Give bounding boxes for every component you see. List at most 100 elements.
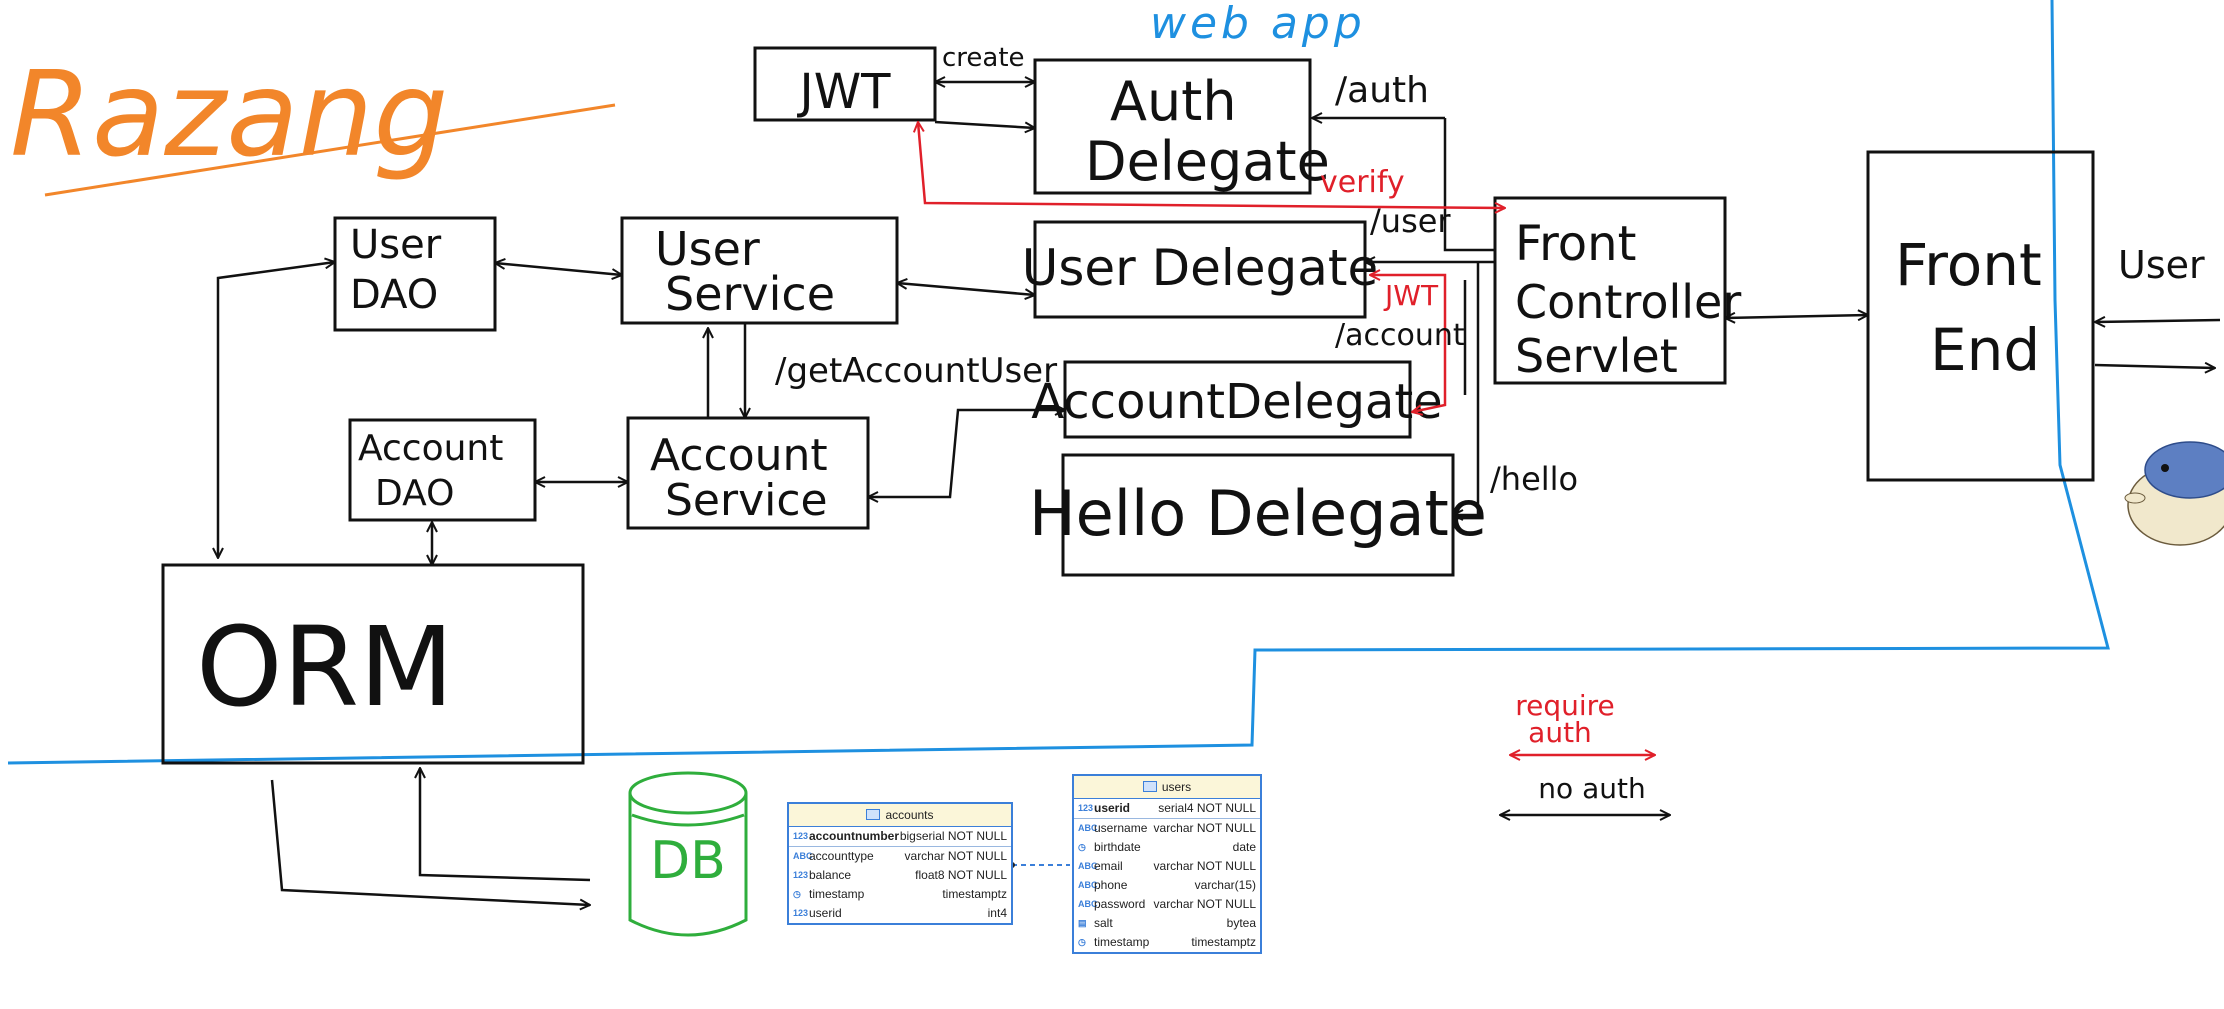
text-type-icon: ABC bbox=[1078, 861, 1098, 871]
box-front-controller-line3: Servlet bbox=[1515, 329, 1678, 383]
key-number-icon: 123 bbox=[793, 831, 809, 841]
text-type-icon: ABC bbox=[793, 851, 813, 861]
key-number-icon: 123 bbox=[1078, 803, 1094, 813]
box-account-delegate-label: AccountDelegate bbox=[1031, 374, 1442, 430]
label-hello-route: /hello bbox=[1490, 460, 1578, 498]
box-auth-delegate-line1: Auth bbox=[1110, 70, 1237, 133]
box-front-controller: Front Controller Servlet bbox=[1493, 196, 1741, 385]
box-account-dao: Account DAO bbox=[348, 418, 537, 522]
er-table-users-header: users bbox=[1074, 776, 1260, 799]
arrow-userdao-userservice bbox=[495, 263, 622, 275]
text-type-icon: ABC bbox=[1078, 899, 1098, 909]
arrow-jwt-auth-2 bbox=[934, 120, 1035, 128]
binary-type-icon: ▤ bbox=[1078, 918, 1087, 928]
er-row: ABC email varchar NOT NULL bbox=[1074, 857, 1260, 876]
label-user-route: /user bbox=[1370, 202, 1451, 240]
clock-icon: ◷ bbox=[1078, 842, 1086, 852]
legend-require-auth-2: auth bbox=[1528, 716, 1592, 749]
label-user-side: User bbox=[2118, 243, 2205, 287]
arrow-userservice-userdelegate bbox=[897, 283, 1035, 295]
clock-icon: ◷ bbox=[793, 889, 801, 899]
table-icon bbox=[1142, 781, 1157, 792]
box-hello-delegate: Hello Delegate bbox=[1029, 453, 1487, 577]
er-table-accounts: accounts 123 accountnumber bigserial NOT… bbox=[787, 802, 1013, 925]
er-row: 123 userid int4 bbox=[789, 904, 1011, 923]
box-jwt: JWT bbox=[753, 46, 937, 122]
legend: require auth no auth bbox=[1500, 689, 1670, 815]
er-row: ABC phone varchar(15) bbox=[1074, 876, 1260, 895]
box-user-service-line1: User bbox=[655, 222, 760, 276]
label-create: create bbox=[942, 43, 1025, 73]
er-row: ◷ timestamp timestamptz bbox=[789, 885, 1011, 904]
label-auth-route: /auth bbox=[1335, 70, 1429, 111]
box-account-service-line1: Account bbox=[650, 430, 828, 481]
er-row: ABC username varchar NOT NULL bbox=[1074, 819, 1260, 838]
box-account-delegate: AccountDelegate bbox=[1031, 360, 1443, 439]
box-account-dao-line1: Account bbox=[358, 428, 503, 469]
box-jwt-label: JWT bbox=[797, 64, 892, 120]
box-user-service: User Service bbox=[620, 216, 899, 325]
legend-require-auth-1: require bbox=[1515, 689, 1615, 722]
box-user-delegate-label: User Delegate bbox=[1022, 239, 1379, 297]
er-table-accounts-name: accounts bbox=[885, 808, 934, 822]
arrow-frontend-user-out bbox=[2094, 365, 2215, 368]
box-front-controller-line2: Controller bbox=[1515, 275, 1741, 329]
box-user-dao-line2: DAO bbox=[350, 272, 438, 318]
legend-no-auth: no auth bbox=[1538, 772, 1645, 805]
arrow-jwt-user bbox=[1370, 275, 1447, 412]
box-user-delegate: User Delegate bbox=[1022, 220, 1379, 319]
secured-connectors bbox=[918, 122, 1505, 412]
er-row: ▤ salt bytea bbox=[1074, 914, 1260, 933]
er-row-pk: 123 userid serial4 NOT NULL bbox=[1074, 799, 1260, 819]
arrow-fc-frontend bbox=[1725, 315, 1868, 318]
box-orm: ORM bbox=[161, 563, 585, 765]
diagram-title: Razang bbox=[10, 45, 448, 183]
table-icon bbox=[866, 809, 881, 820]
number-type-icon: 123 bbox=[793, 870, 809, 880]
label-jwt: JWT bbox=[1383, 279, 1439, 312]
label-account-route: /account bbox=[1335, 318, 1465, 353]
arrow-orm-db bbox=[270, 779, 590, 905]
text-type-icon: ABC bbox=[1078, 823, 1098, 833]
box-hello-delegate-label: Hello Delegate bbox=[1029, 477, 1487, 550]
box-user-dao: User DAO bbox=[333, 216, 497, 332]
mascot-image bbox=[2124, 441, 2224, 546]
box-orm-label: ORM bbox=[196, 603, 454, 731]
er-row: ◷ timestamp timestamptz bbox=[1074, 933, 1260, 952]
box-auth-delegate: Auth Delegate bbox=[1033, 58, 1330, 195]
box-auth-delegate-line2: Delegate bbox=[1085, 130, 1330, 193]
er-row-pk: 123 accountnumber bigserial NOT NULL bbox=[789, 827, 1011, 847]
title-underline bbox=[44, 103, 616, 197]
web-app-label: web app bbox=[1150, 0, 1366, 49]
box-front-controller-line1: Front bbox=[1515, 216, 1636, 272]
title-group: Razang bbox=[10, 45, 616, 197]
web-app-boundary bbox=[7, 0, 2110, 765]
arrow-fc-hellodelegate bbox=[1453, 262, 1480, 515]
er-row: ◷ birthdate date bbox=[1074, 838, 1260, 857]
number-type-icon: 123 bbox=[793, 908, 809, 918]
db-cylinder bbox=[628, 771, 748, 937]
box-user-service-line2: Service bbox=[665, 267, 835, 321]
box-account-service-line2: Service bbox=[665, 475, 828, 526]
arrow-orm-userdao bbox=[218, 262, 335, 558]
er-row: 123 balance float8 NOT NULL bbox=[789, 866, 1011, 885]
db-label: DB bbox=[650, 831, 726, 891]
label-get-account-user: /getAccountUser bbox=[775, 351, 1057, 391]
arrow-db-orm bbox=[420, 768, 591, 882]
clock-icon: ◷ bbox=[1078, 937, 1086, 947]
er-row: ABC password varchar NOT NULL bbox=[1074, 895, 1260, 914]
box-front-end-line1: Front bbox=[1895, 231, 2042, 299]
label-verify: verify bbox=[1320, 165, 1405, 200]
box-account-service: Account Service bbox=[626, 416, 870, 530]
box-front-end-line2: End bbox=[1930, 316, 2040, 384]
box-front-end: Front End bbox=[1866, 150, 2095, 482]
box-account-dao-line2: DAO bbox=[375, 473, 454, 514]
arrow-frontend-user-in bbox=[2095, 320, 2221, 322]
box-user-dao-line1: User bbox=[350, 222, 442, 268]
arrow-verify bbox=[918, 122, 1505, 208]
er-table-accounts-header: accounts bbox=[789, 804, 1011, 827]
er-table-users: users 123 userid serial4 NOT NULL ABC us… bbox=[1072, 774, 1262, 954]
arrow-accountservice-accountdelegate bbox=[868, 410, 1065, 497]
text-type-icon: ABC bbox=[1078, 880, 1098, 890]
